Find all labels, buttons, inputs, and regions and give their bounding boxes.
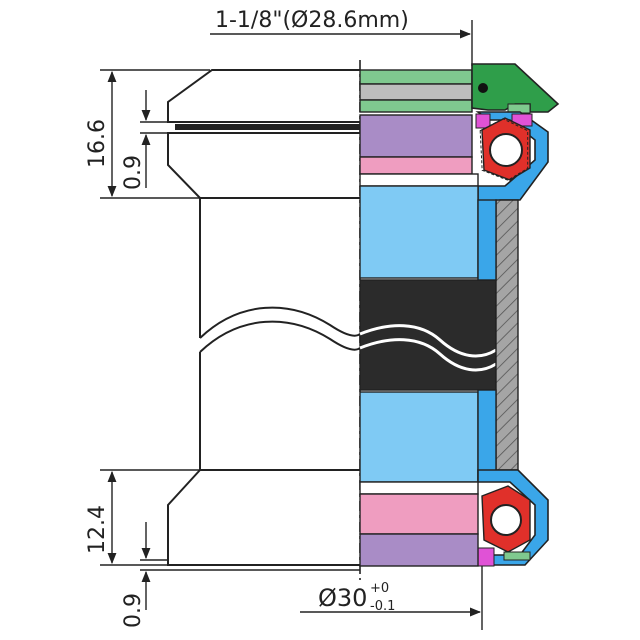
- steerer-lower: [359, 391, 479, 483]
- lower-purple: [359, 533, 479, 567]
- top-cap-band: [359, 69, 473, 85]
- lower-ball: [490, 504, 522, 536]
- upper-ball: [489, 133, 523, 167]
- lower-height-dim: 12.4: [85, 469, 200, 566]
- steerer-upper: [359, 185, 479, 279]
- cup-tol-lower: -0.1: [370, 599, 395, 614]
- cross-section: [359, 63, 560, 567]
- exterior-outline: [167, 69, 361, 566]
- upper-height-label: 16.6: [85, 119, 110, 168]
- top-diameter-dim: 1-1/8"(Ø28.6mm): [210, 8, 473, 66]
- upper-height-dim: 16.6: [85, 69, 210, 199]
- upper-gap-dim: 0.9: [121, 90, 168, 190]
- lower-pink: [359, 493, 479, 535]
- top-diameter-label: 1-1/8"(Ø28.6mm): [215, 8, 409, 33]
- top-cap-green-2: [359, 99, 473, 113]
- lower-gap-dim: 0.9: [121, 522, 360, 628]
- steerer-core: [359, 279, 497, 391]
- lower-gap-label: 0.9: [121, 593, 146, 628]
- top-seal: [478, 83, 488, 93]
- upper-purple: [359, 114, 473, 158]
- cup-diameter-dim: Ø30 +0 -0.1: [300, 566, 483, 630]
- cup-tol-upper: +0: [370, 581, 389, 596]
- lower-height-label: 12.4: [85, 505, 110, 554]
- top-cap-gray: [359, 83, 473, 101]
- frame-hatch: [495, 199, 519, 471]
- upper-gap-label: 0.9: [121, 155, 146, 190]
- cup-diameter-label: Ø30: [318, 584, 367, 612]
- upper-pink: [359, 156, 473, 175]
